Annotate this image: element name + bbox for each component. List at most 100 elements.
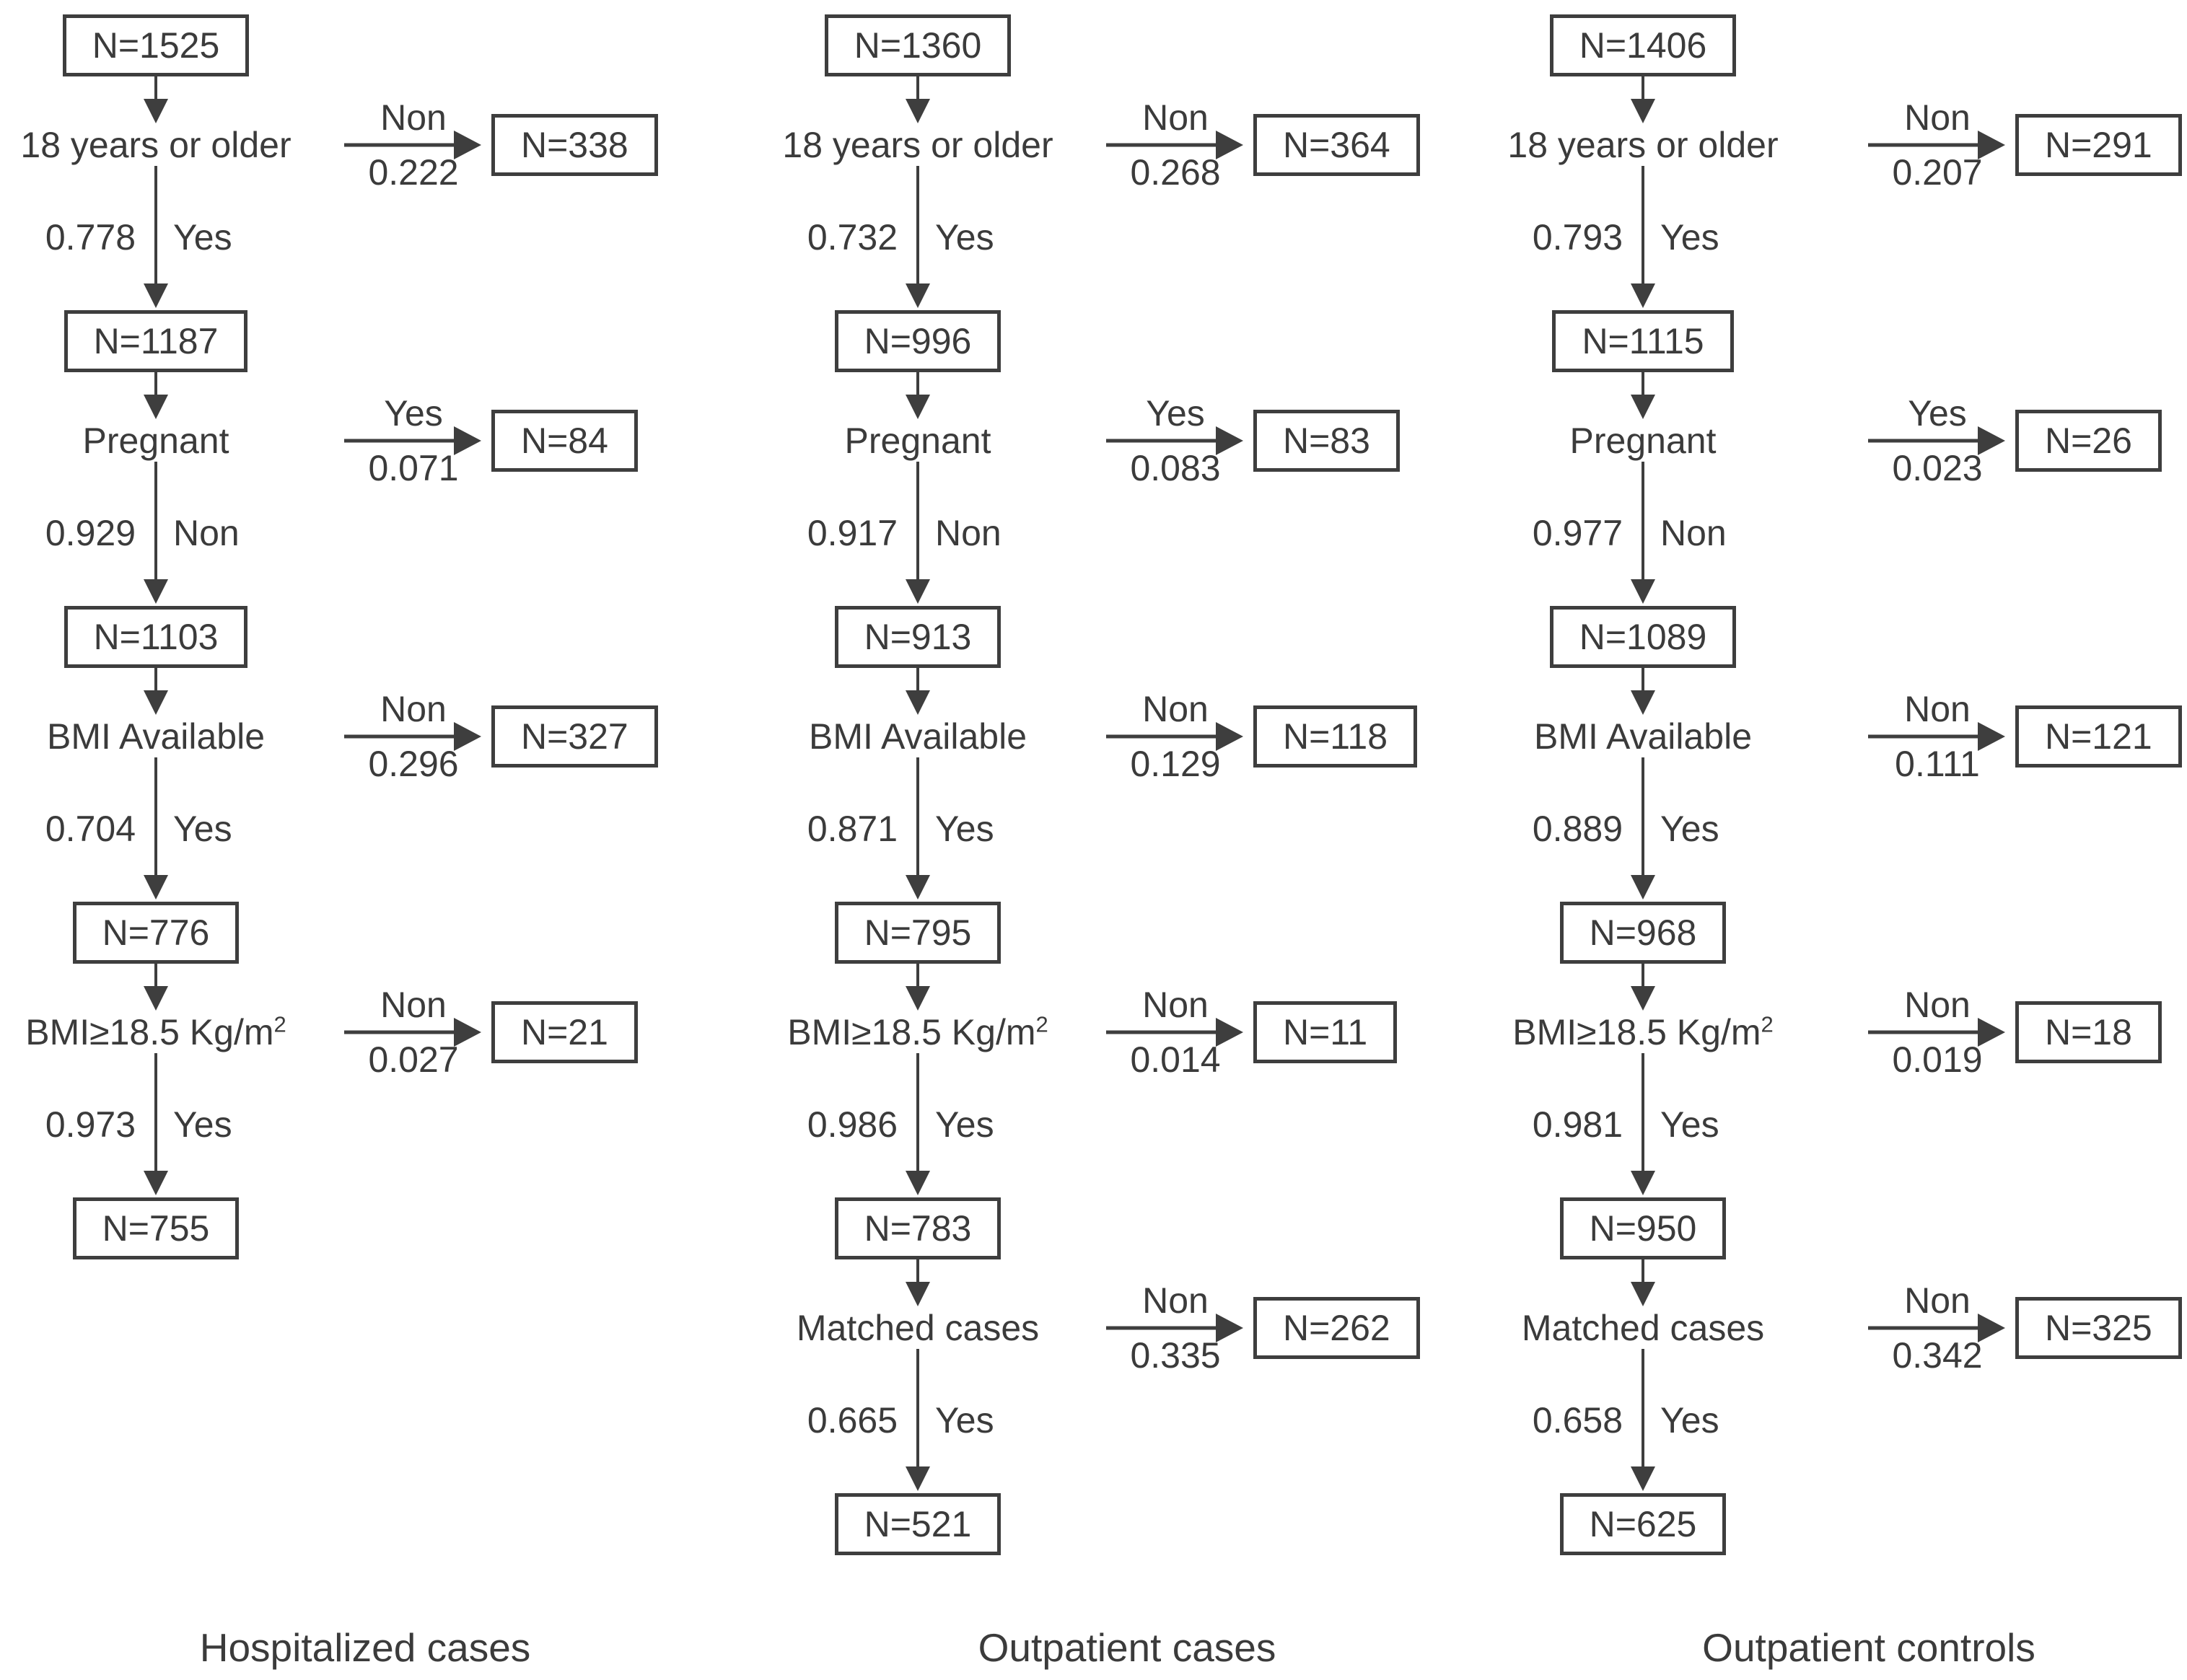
branch-answer-label: Yes	[1908, 393, 1967, 434]
branch-answer-label: Non	[380, 689, 447, 729]
branch-answer-label: Non	[1142, 689, 1209, 729]
pass-probability: 0.977	[1532, 513, 1623, 553]
pass-answer-label: Yes	[935, 1104, 994, 1145]
branch-probability: 0.296	[368, 744, 459, 784]
count-box: N=950	[1559, 1197, 1727, 1259]
pass-answer-label: Non	[173, 513, 240, 553]
branch-answer-label: Non	[1904, 689, 1971, 729]
flow-arrow-down-icon	[1528, 668, 1758, 716]
branch-arrow-right-icon: Non 0.014	[1106, 985, 1245, 1080]
flow-arrow-down-icon	[40, 372, 271, 420]
branch-answer-label: Non	[1904, 97, 1971, 138]
flow-arrow-down-long-icon: 0.917 Non	[802, 462, 1033, 606]
branch-probability: 0.083	[1130, 448, 1221, 488]
flow-arrow-down-icon	[40, 668, 271, 716]
flow-arrow-down-icon	[40, 76, 271, 124]
count-box: N=1115	[1552, 310, 1734, 372]
branch-arrow-right-icon: Non 0.268	[1106, 97, 1245, 193]
excluded-count-box: N=325	[2015, 1297, 2182, 1359]
branch-answer-label: Non	[1142, 97, 1209, 138]
decision-row: 18 years or older Non 0.222 N=338	[20, 97, 658, 193]
flow-arrow-down-icon	[802, 372, 1033, 420]
decision-row: BMI≥18.5 Kg/m2 Non 0.027 N=21	[25, 985, 638, 1080]
pass-answer-label: Yes	[1660, 1104, 1719, 1145]
pass-probability: 0.917	[807, 513, 898, 553]
branch-arrow-right-icon: Non 0.111	[1868, 689, 2007, 784]
exclusion-branch: Non 0.111 N=121	[1868, 689, 2182, 784]
exclusion-branch: Non 0.296 N=327	[344, 689, 658, 784]
excluded-count-box: N=18	[2015, 1001, 2162, 1063]
pass-answer-label: Non	[1660, 513, 1727, 553]
count-box: N=795	[834, 902, 1002, 964]
decision-row: Matched cases Non 0.335 N=262	[797, 1280, 1420, 1376]
flow-arrow-down-icon	[40, 964, 271, 1011]
branch-probability: 0.342	[1892, 1335, 1983, 1376]
decision-label: Pregnant	[82, 421, 229, 461]
exclusion-branch: Non 0.335 N=262	[1106, 1280, 1420, 1376]
flow-arrow-down-long-icon: 0.986 Yes	[802, 1053, 1033, 1197]
exclusion-branch: Non 0.014 N=11	[1106, 985, 1398, 1080]
pass-answer-label: Yes	[1660, 809, 1719, 849]
pass-answer-label: Yes	[1660, 1400, 1719, 1441]
column-caption: Outpatient controls	[1702, 1625, 2035, 1670]
excluded-count-box: N=26	[2015, 410, 2162, 472]
excluded-count-box: N=364	[1253, 114, 1420, 176]
decision-row: BMI≥18.5 Kg/m2 Non 0.014 N=11	[787, 985, 1398, 1080]
pass-probability: 0.732	[807, 217, 898, 258]
flow-arrow-down-long-icon: 0.658 Yes	[1528, 1349, 1758, 1493]
decision-row: BMI Available Non 0.129 N=118	[802, 689, 1418, 784]
exclusion-branch: Non 0.027 N=21	[344, 985, 638, 1080]
decision-label: BMI Available	[1533, 716, 1753, 757]
pass-answer-label: Yes	[173, 809, 232, 849]
decision-label: Pregnant	[844, 421, 991, 461]
count-box: N=968	[1559, 902, 1727, 964]
decision-label: BMI≥18.5 Kg/m2	[25, 1011, 286, 1052]
decision-label: 18 years or older	[20, 125, 292, 165]
branch-answer-label: Non	[380, 97, 447, 138]
branch-arrow-right-icon: Yes 0.023	[1868, 393, 2007, 488]
pass-probability: 0.704	[45, 809, 136, 849]
exclusion-branch: Yes 0.071 N=84	[344, 393, 638, 488]
count-box: N=996	[834, 310, 1002, 372]
branch-answer-label: Non	[1142, 985, 1209, 1025]
count-box: N=913	[834, 606, 1002, 668]
excluded-count-box: N=11	[1253, 1001, 1398, 1063]
count-box: N=1360	[824, 14, 1012, 76]
pass-probability: 0.929	[45, 513, 136, 553]
decision-label: 18 years or older	[782, 125, 1053, 165]
count-box: N=1187	[63, 310, 248, 372]
excluded-count-box: N=121	[2015, 705, 2182, 768]
flow-arrow-down-icon	[1528, 964, 1758, 1011]
branch-probability: 0.111	[1895, 744, 1980, 784]
branch-arrow-right-icon: Non 0.335	[1106, 1280, 1245, 1376]
excluded-count-box: N=21	[491, 1001, 638, 1063]
branch-arrow-right-icon: Non 0.129	[1106, 689, 1245, 784]
excluded-count-box: N=83	[1253, 410, 1400, 472]
decision-row: BMI Available Non 0.296 N=327	[40, 689, 658, 784]
count-box: N=1525	[62, 14, 250, 76]
excluded-count-box: N=338	[491, 114, 658, 176]
flow-arrow-down-icon	[1528, 1259, 1758, 1307]
branch-probability: 0.222	[368, 152, 459, 193]
column-caption: Hospitalized cases	[199, 1625, 531, 1670]
branch-probability: 0.207	[1892, 152, 1983, 193]
pass-answer-label: Yes	[173, 1104, 232, 1145]
exclusion-branch: Non 0.129 N=118	[1106, 689, 1418, 784]
pass-probability: 0.986	[807, 1104, 898, 1145]
flow-arrow-down-long-icon: 0.973 Yes	[40, 1053, 271, 1197]
pass-probability: 0.793	[1532, 217, 1623, 258]
decision-label: BMI≥18.5 Kg/m2	[1512, 1011, 1774, 1052]
pass-answer-label: Non	[935, 513, 1002, 553]
flow-arrow-down-long-icon: 0.871 Yes	[802, 757, 1033, 902]
pass-answer-label: Yes	[173, 217, 232, 258]
pass-probability: 0.778	[45, 217, 136, 258]
exclusion-branch: Yes 0.083 N=83	[1106, 393, 1400, 488]
flow-arrow-down-long-icon: 0.929 Non	[40, 462, 271, 606]
branch-answer-label: Non	[1904, 1280, 1971, 1321]
decision-label: Pregnant	[1569, 421, 1717, 461]
pass-probability: 0.871	[807, 809, 898, 849]
excluded-count-box: N=262	[1253, 1297, 1420, 1359]
count-box: N=783	[834, 1197, 1002, 1259]
flow-arrow-down-icon	[1528, 76, 1758, 124]
